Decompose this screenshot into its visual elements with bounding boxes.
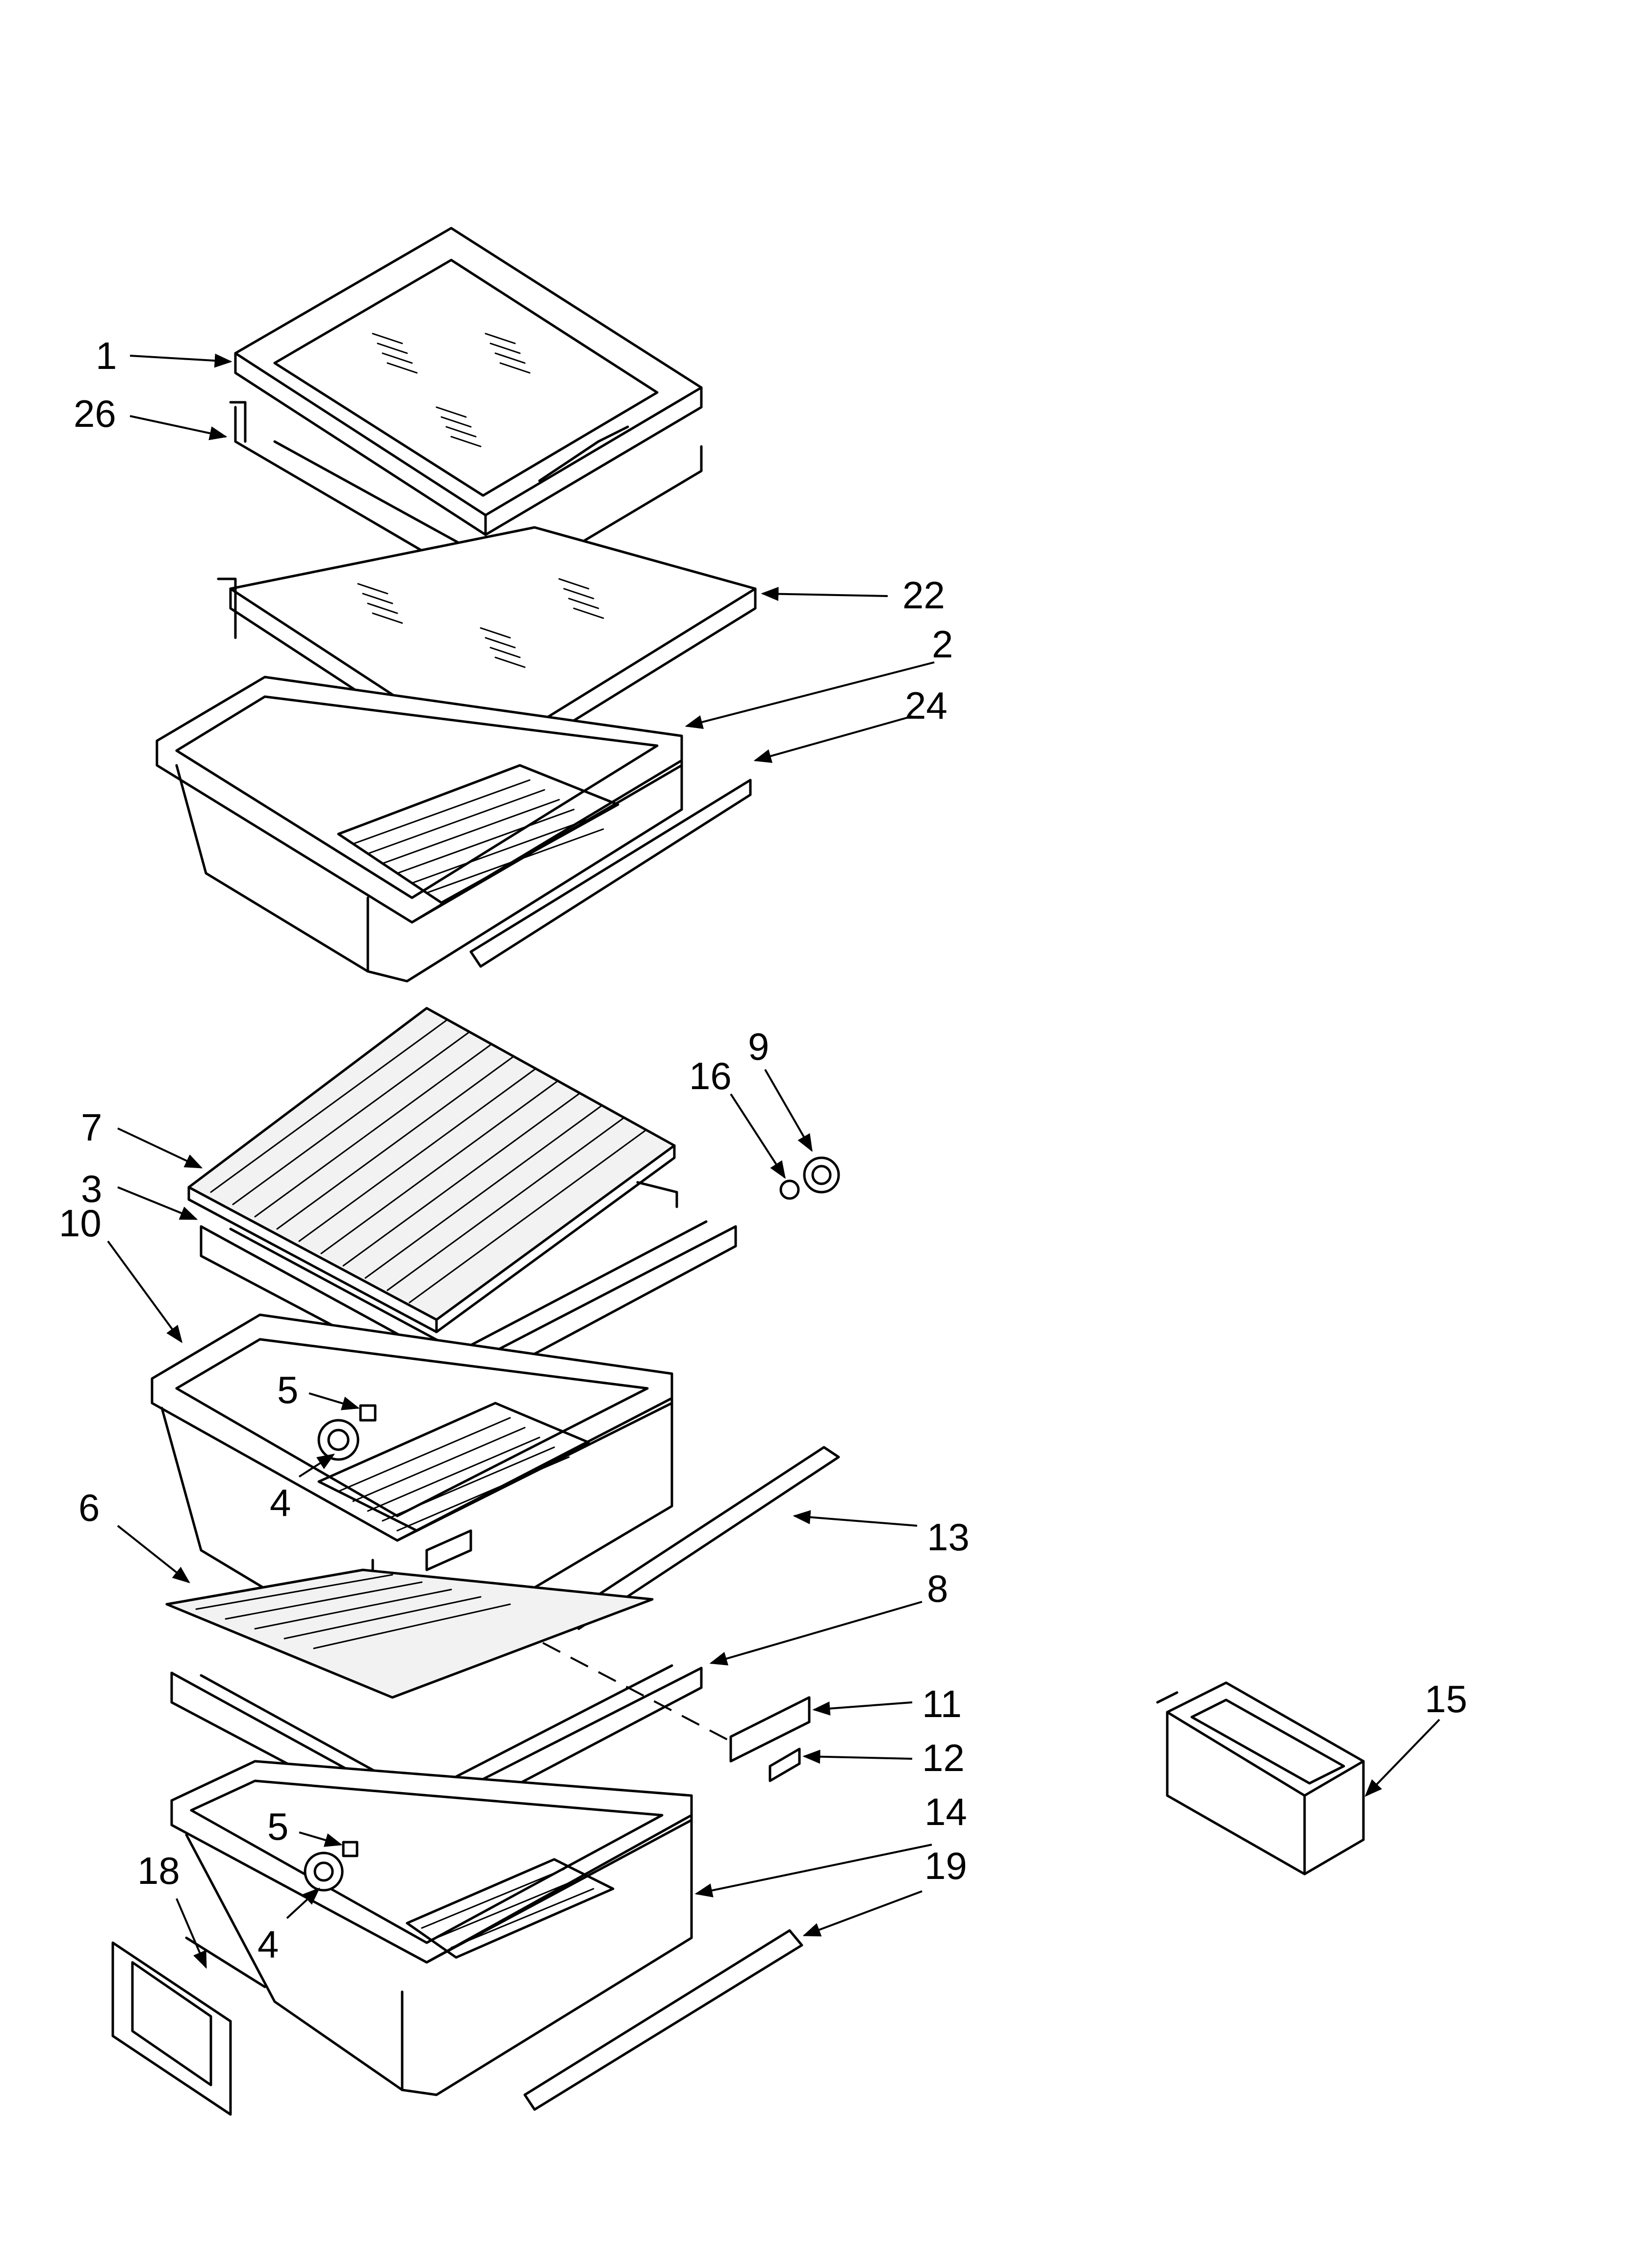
clip-part-12 xyxy=(769,1747,801,1782)
alignment-line xyxy=(431,1584,741,1747)
bushing-part-5-lower xyxy=(342,1841,359,1857)
crisper-drawer-top xyxy=(155,676,752,983)
ribbed-shelf-part-7 xyxy=(187,1007,676,1333)
callout-9: 9 xyxy=(748,1025,769,1068)
callout-7: 7 xyxy=(81,1106,102,1149)
callout-18: 18 xyxy=(137,1849,180,1892)
roller-part-4-lower xyxy=(304,1851,344,1892)
knob-part-9 xyxy=(803,1156,840,1194)
callout-16: 16 xyxy=(689,1054,732,1097)
callout-8: 8 xyxy=(927,1567,948,1610)
callout-26: 26 xyxy=(74,392,116,435)
callout-2: 2 xyxy=(932,623,953,666)
rail-part-19 xyxy=(523,1929,803,2111)
nut-part-16 xyxy=(779,1179,800,1200)
bushing-part-5-upper xyxy=(359,1404,377,1422)
callout-6: 6 xyxy=(78,1486,100,1529)
ribbed-shelf-part-6 xyxy=(165,1568,654,1699)
callout-3: 3 xyxy=(81,1167,102,1210)
door-bin-part-15 xyxy=(1156,1681,1365,1876)
callout-5-upper: 5 xyxy=(277,1368,298,1411)
label-holder-part-18 xyxy=(111,1936,266,2116)
callout-1: 1 xyxy=(96,334,117,377)
clip-part-11 xyxy=(729,1696,811,1763)
leader-lines xyxy=(107,353,1440,1969)
callout-11: 11 xyxy=(922,1682,962,1725)
callout-14: 14 xyxy=(924,1790,967,1833)
callout-22: 22 xyxy=(902,574,945,617)
callout-24: 24 xyxy=(905,684,948,727)
crisper-drawer-part-14 xyxy=(170,1760,693,2096)
callout-4-lower: 4 xyxy=(257,1923,279,1966)
callout-4-upper: 4 xyxy=(270,1481,291,1524)
callout-12: 12 xyxy=(922,1736,965,1779)
callout-15: 15 xyxy=(1425,1677,1467,1721)
callout-5-lower: 5 xyxy=(267,1805,288,1848)
shelf-glass-top-part-1 xyxy=(234,227,703,536)
callout-10: 10 xyxy=(59,1201,102,1245)
callout-19: 19 xyxy=(924,1844,967,1887)
callout-13: 13 xyxy=(927,1515,970,1559)
roller-part-4-upper xyxy=(317,1419,359,1461)
